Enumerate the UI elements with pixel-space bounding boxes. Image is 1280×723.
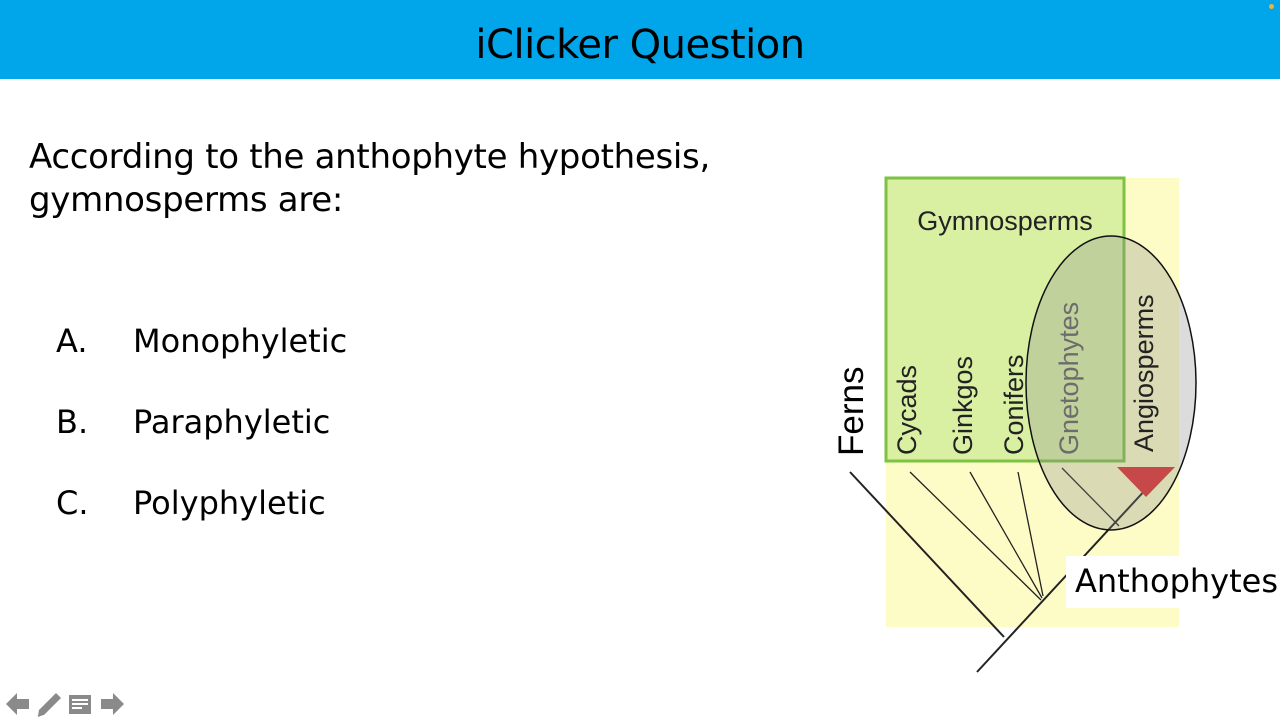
ginkgos-branch xyxy=(969,471,1043,599)
angiosperm-triangle xyxy=(1117,467,1175,497)
ferns-label: Ferns xyxy=(832,367,871,456)
question-line-2: gymnosperms are: xyxy=(29,180,344,220)
menu-icon[interactable] xyxy=(66,689,94,719)
angiosperms-label: Angiosperms xyxy=(1129,294,1159,452)
phylogeny-diagram: Gymnosperms Ferns Cycads Ginkgos Conifer… xyxy=(820,170,1280,690)
option-a-text: Monophyletic xyxy=(133,322,348,360)
anthophytes-label: Anthophytes xyxy=(1075,562,1279,600)
pen-icon[interactable] xyxy=(34,689,62,719)
conifers-branch xyxy=(1017,471,1044,597)
option-a-letter: A. xyxy=(56,322,88,360)
header-bar xyxy=(0,0,1280,79)
question-text: According to the anthophyte hypothesis, … xyxy=(29,136,749,222)
corner-marker xyxy=(1269,4,1274,9)
option-b-letter: B. xyxy=(56,403,89,441)
conifers-label: Conifers xyxy=(999,354,1029,455)
tree-branches xyxy=(849,467,1149,673)
gymnosperm-box xyxy=(884,176,1126,463)
gnetophytes-branch xyxy=(1061,467,1120,527)
option-c-letter: C. xyxy=(56,484,89,522)
gnetophytes-label: Gnetophytes xyxy=(1054,302,1084,455)
page-title: iClicker Question xyxy=(475,22,805,68)
question-line-1: According to the anthophyte hypothesis, xyxy=(29,137,710,177)
anthophyte-ellipse xyxy=(1025,235,1197,531)
cycads-branch xyxy=(909,471,1042,601)
arrow-left-icon[interactable] xyxy=(4,689,32,719)
ferns-branch xyxy=(849,471,1005,638)
anthophytes-label-box xyxy=(1066,556,1272,608)
arrow-right-icon[interactable] xyxy=(98,689,126,719)
option-c-text: Polyphyletic xyxy=(133,484,326,522)
tree-trunk xyxy=(976,486,1149,673)
slide-nav-controls xyxy=(4,689,128,719)
option-b-text: Paraphyletic xyxy=(133,403,331,441)
cycads-label: Cycads xyxy=(892,365,922,455)
ginkgos-label: Ginkgos xyxy=(948,356,978,455)
gymnosperms-label: Gymnosperms xyxy=(917,206,1093,236)
